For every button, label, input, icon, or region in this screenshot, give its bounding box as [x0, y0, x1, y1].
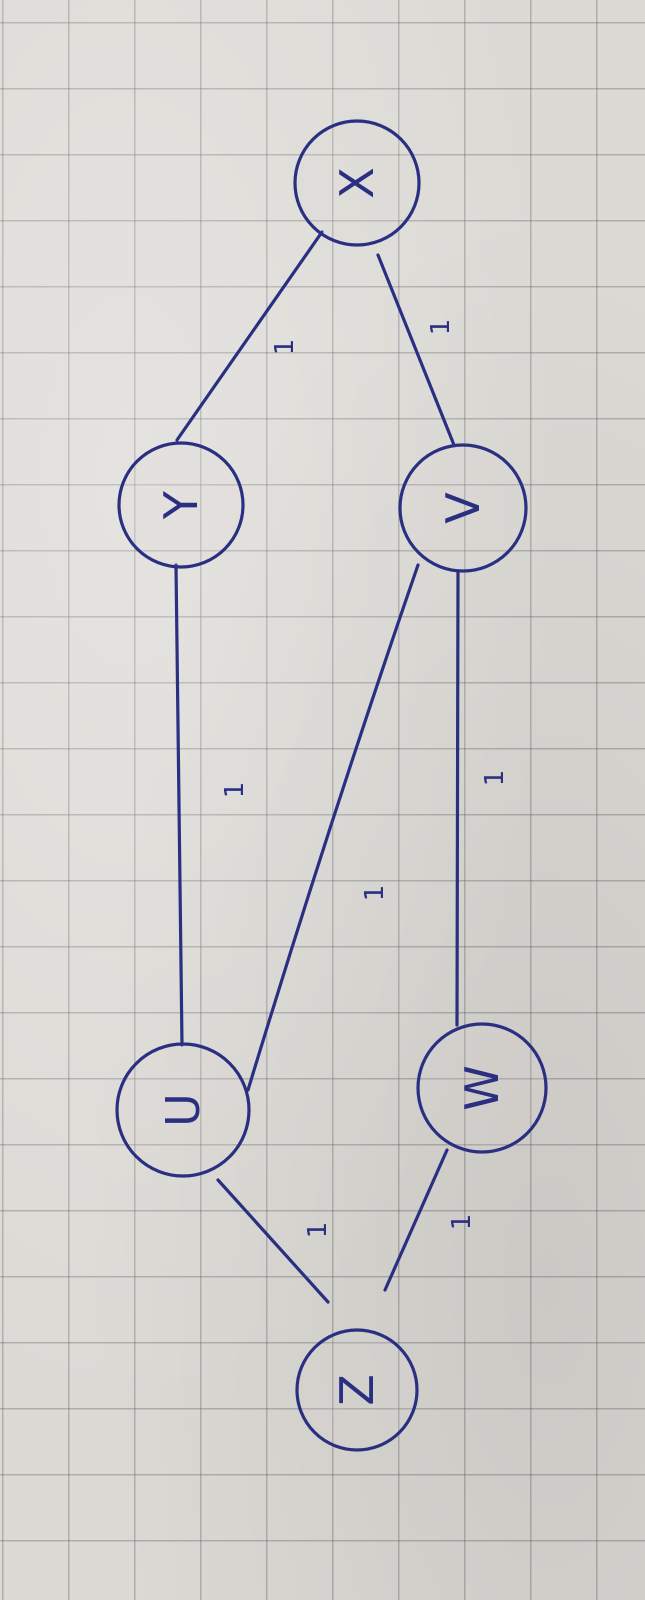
node-x-circle: [293, 119, 421, 247]
edges-layer: [174, 230, 460, 1304]
node-u-label: U: [156, 1093, 210, 1127]
edge-v-w: [455, 570, 460, 1027]
node-z: Z: [295, 1328, 419, 1452]
edge-x-y: [175, 230, 324, 442]
node-y-label: Y: [154, 490, 208, 520]
edge-y-u: [174, 563, 184, 1047]
node-v: V: [398, 443, 528, 573]
node-v-label: V: [436, 492, 490, 524]
node-x-label: X: [330, 167, 384, 199]
node-u-circle: [115, 1042, 251, 1178]
edge-weight-u-z: 1: [303, 1222, 333, 1239]
node-w-circle: [416, 1022, 548, 1154]
edge-w-z: [383, 1148, 449, 1292]
edge-weight-v-u: 1: [360, 885, 390, 902]
node-z-circle: [295, 1328, 419, 1452]
edge-weight-y-u: 1: [220, 782, 250, 799]
nodes-layer: X Y V U W Z: [115, 119, 548, 1452]
node-y: Y: [117, 441, 245, 569]
edge-weight-x-y: 1: [270, 339, 300, 356]
node-u: U: [115, 1042, 251, 1178]
node-v-circle: [398, 443, 528, 573]
node-w-label: W: [455, 1065, 509, 1110]
edge-v-u: [246, 563, 420, 1092]
node-w: W: [416, 1022, 548, 1154]
node-z-label: Z: [330, 1374, 384, 1406]
node-x: X: [293, 119, 421, 247]
node-y-circle: [117, 441, 245, 569]
edge-u-z: [216, 1178, 330, 1304]
edge-weight-x-v: 1: [426, 319, 456, 336]
edge-weights-layer: 1 1 1 1 1 1 1: [220, 319, 510, 1239]
edge-weight-w-z: 1: [447, 1214, 477, 1231]
edge-weight-v-w: 1: [480, 770, 510, 787]
edge-x-v: [376, 253, 456, 447]
